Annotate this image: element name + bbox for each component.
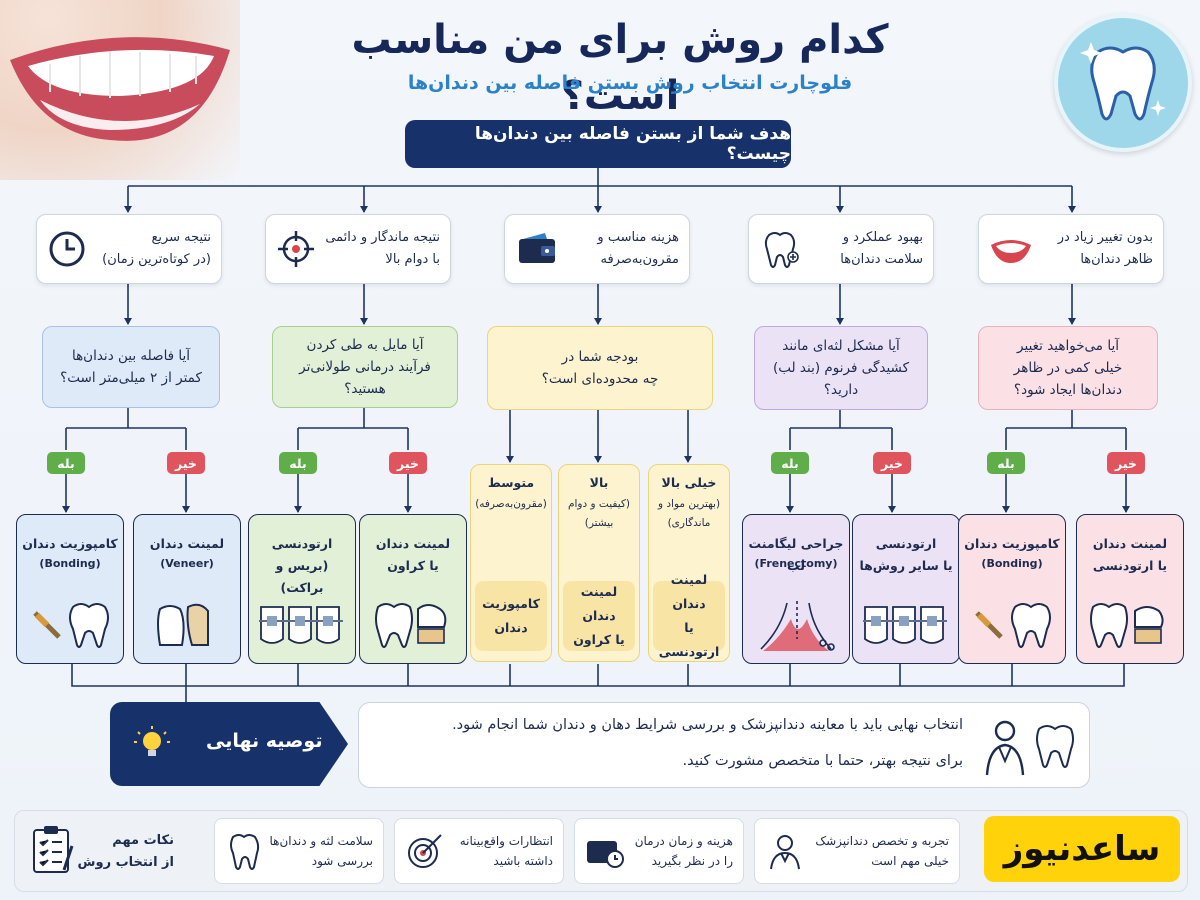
- result-title: لمینت دندان یا کراون: [375, 536, 451, 573]
- result-title: لمینت دندان: [149, 536, 225, 551]
- result-subtitle: (Bonding): [39, 557, 101, 570]
- goal-card-fast[interactable]: نتیجه سریع (در کوتاه‌ترین زمان): [36, 214, 222, 284]
- goal-label: بدون تغییر زیاد در ظاهر دندان‌ها: [1057, 230, 1153, 267]
- budget-subtitle: (کیفیت و دوام بیشتر): [568, 498, 630, 529]
- dentist-icon: [765, 831, 805, 871]
- braces-icon: [257, 599, 347, 649]
- tips-title: نکات مهم از انتخاب روش: [77, 833, 174, 870]
- decision-budget: بودجه شما در چه محدوده‌ای است؟: [487, 326, 713, 410]
- goal-label: نتیجه ماندگار و دائمی با دوام بالا: [325, 230, 440, 267]
- recommendation-line-1: انتخاب نهایی باید با معاینه دندانپزشک و …: [452, 717, 963, 733]
- budget-result: لمینت دندان یا کراون: [563, 581, 635, 651]
- budget-title: بالا: [589, 475, 609, 490]
- goal-card-appearance[interactable]: بدون تغییر زیاد در ظاهر دندان‌ها: [978, 214, 1164, 284]
- clock-icon: [47, 229, 91, 269]
- result-card-frenectomy[interactable]: جراحی لیگامنت لب (Frenectomy): [742, 514, 850, 664]
- bonding-icon: [967, 599, 1057, 649]
- braces-icon: [861, 599, 951, 649]
- no-badge: خیر: [389, 452, 427, 474]
- result-card-ortho-other[interactable]: ارتودنسی یا سایر روش‌ها: [852, 514, 960, 664]
- tip-text: تجربه و تخصص دندانپزشک خیلی مهم است: [815, 834, 949, 868]
- result-card-veneer[interactable]: لمینت دندان (Veneer): [133, 514, 241, 664]
- no-badge: خیر: [1107, 452, 1145, 474]
- result-title: ارتودنسی یا سایر روش‌ها: [859, 536, 953, 573]
- yes-badge: بله: [47, 452, 85, 474]
- result-card-bonding[interactable]: کامپوزیت دندان (Bonding): [16, 514, 124, 664]
- wallet-icon: [585, 831, 625, 871]
- target-icon: [405, 831, 445, 871]
- tip-card-cost-time: هزینه و زمان درمان را در نظر بگیرید: [574, 818, 744, 884]
- tip-card-dentist: تجربه و تخصص دندانپزشک خیلی مهم است: [754, 818, 960, 884]
- smile-icon: [989, 229, 1033, 269]
- decision-long-treatment: آیا مایل به طی کردن فرآیند درمانی طولانی…: [272, 326, 458, 408]
- page-subtitle: فلوچارت انتخاب روش بستن فاصله بین دندان‌…: [407, 72, 853, 94]
- veneer-icon: [1085, 599, 1175, 649]
- crown-icon: [368, 599, 458, 649]
- result-card-bonding-2[interactable]: کامپوزیت دندان (Bonding): [958, 514, 1066, 664]
- tip-card-expectations: انتظارات واقع‌بینانه داشته باشید: [394, 818, 564, 884]
- tip-text: هزینه و زمان درمان را در نظر بگیرید: [634, 834, 733, 868]
- result-title: لمینت دندان یا ارتودنسی: [1092, 536, 1168, 573]
- yes-badge: بله: [279, 452, 317, 474]
- wallet-icon: [515, 229, 559, 269]
- budget-option-high[interactable]: بالا (کیفیت و دوام بیشتر) لمینت دندان یا…: [558, 464, 640, 662]
- decision-frenum: آیا مشکل لثه‌ای مانند کشیدگی فرنوم (بند …: [754, 326, 928, 410]
- goal-card-health[interactable]: بهبود عملکرد و سلامت دندان‌ها: [748, 214, 934, 284]
- result-title: جراحی لیگامنت لب: [748, 536, 844, 573]
- decision-gap-size: آیا فاصله بین دندان‌ها کمتر از ۲ میلی‌مت…: [42, 326, 220, 408]
- tooth-icon: [759, 229, 803, 269]
- result-title: ارتودنسی (بریس و براکت): [271, 536, 333, 595]
- no-badge: خیر: [167, 452, 205, 474]
- goal-label: بهبود عملکرد و سلامت دندان‌ها: [840, 230, 923, 267]
- budget-subtitle: (بهترین مواد و ماندگاری): [657, 498, 721, 529]
- target-icon: [276, 229, 320, 269]
- decision-minimal-change: آیا می‌خواهید تغییر خیلی کمی در ظاهر دند…: [978, 326, 1158, 410]
- result-title: کامپوزیت دندان: [22, 536, 118, 551]
- budget-option-medium[interactable]: متوسط (مقرون‌به‌صرفه) کامپوزیت دندان: [470, 464, 552, 662]
- smile-photo: [0, 0, 240, 180]
- budget-title: خیلی بالا: [661, 475, 717, 490]
- dentist-icon: [977, 713, 1077, 777]
- result-card-veneer-ortho[interactable]: لمینت دندان یا ارتودنسی: [1076, 514, 1184, 664]
- result-title: کامپوزیت دندان: [964, 536, 1060, 551]
- yes-badge: بله: [987, 452, 1025, 474]
- final-recommendation-box: انتخاب نهایی باید با معاینه دندانپزشک و …: [358, 702, 1090, 788]
- budget-subtitle: (مقرون‌به‌صرفه): [475, 498, 547, 510]
- goal-card-durable[interactable]: نتیجه ماندگار و دائمی با دوام بالا: [265, 214, 451, 284]
- no-badge: خیر: [873, 452, 911, 474]
- budget-result: کامپوزیت دندان: [475, 581, 547, 651]
- tooth-logo-icon: [1054, 14, 1192, 152]
- tip-card-health: سلامت لثه و دندان‌ها بررسی شود: [214, 818, 384, 884]
- result-subtitle: (Bonding): [981, 557, 1043, 570]
- lightbulb-icon: [132, 724, 172, 764]
- final-recommendation-label: توصیه نهایی: [206, 730, 323, 752]
- final-recommendation-tag: توصیه نهایی: [110, 702, 348, 786]
- goal-label: نتیجه سریع (در کوتاه‌ترین زمان): [102, 230, 211, 267]
- yes-badge: بله: [771, 452, 809, 474]
- result-card-braces[interactable]: ارتودنسی (بریس و براکت): [248, 514, 356, 664]
- checklist-icon: [28, 824, 80, 876]
- veneer-icon: [142, 599, 232, 649]
- recommendation-line-2: برای نتیجه بهتر، حتما با متخصص مشورت کنی…: [682, 753, 963, 769]
- tooth-icon: [225, 831, 265, 871]
- frenectomy-icon: [751, 599, 841, 651]
- result-subtitle: (Veneer): [160, 557, 214, 570]
- tip-text: انتظارات واقع‌بینانه داشته باشید: [459, 834, 553, 868]
- bonding-icon: [25, 599, 115, 649]
- root-question: هدف شما از بستن فاصله بین دندان‌ها چیست؟: [405, 120, 791, 168]
- page-title: کدام روش برای من مناسب است؟: [351, 17, 889, 119]
- goal-label: هزینه مناسب و مقرون‌به‌صرفه: [597, 230, 679, 267]
- tip-text: سلامت لثه و دندان‌ها بررسی شود: [269, 834, 374, 868]
- brand-logo: ساعدنیوز: [984, 816, 1180, 882]
- result-subtitle: (Frenectomy): [754, 557, 838, 570]
- goal-card-cost[interactable]: هزینه مناسب و مقرون‌به‌صرفه: [504, 214, 690, 284]
- budget-result: لمینت دندان یا ارتودنسی: [653, 572, 725, 659]
- result-card-veneer-crown[interactable]: لمینت دندان یا کراون: [359, 514, 467, 664]
- budget-title: متوسط: [487, 475, 535, 490]
- tips-title-block: نکات مهم از انتخاب روش: [24, 818, 180, 882]
- budget-option-very-high[interactable]: خیلی بالا (بهترین مواد و ماندگاری) لمینت…: [648, 464, 730, 662]
